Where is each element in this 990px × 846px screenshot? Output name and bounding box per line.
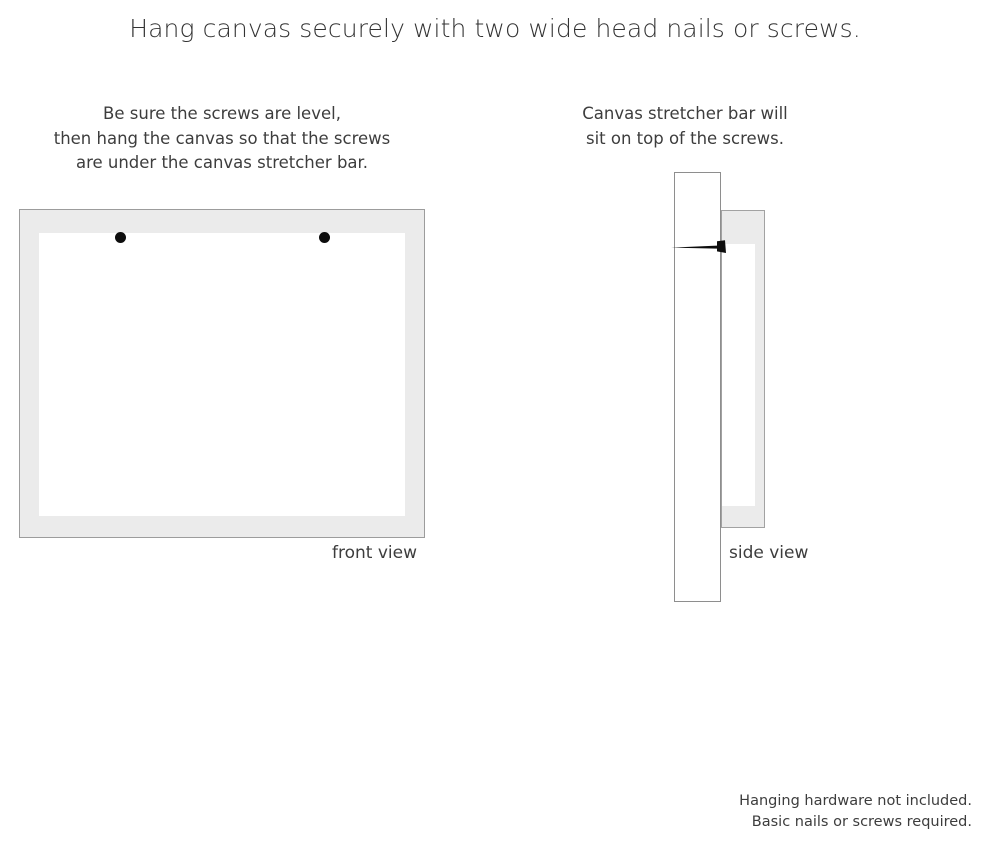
front-view-caption: Be sure the screws are level, then hang … [12, 102, 432, 176]
canvas-stretcher-bar-inner-void [722, 244, 755, 506]
front-view-caption-line-3: are under the canvas stretcher bar. [75, 153, 369, 172]
front-view-diagram [19, 209, 425, 538]
wall-cross-section [674, 172, 721, 602]
side-view-caption: Canvas stretcher bar will sit on top of … [540, 102, 830, 151]
screw-head-right-icon [319, 232, 330, 243]
front-view-caption-line-1: Be sure the screws are level, [103, 104, 341, 123]
front-view-label: front view [332, 543, 417, 563]
front-view-caption-line-2: then hang the canvas so that the screws [53, 128, 391, 148]
side-view-caption-line-1: Canvas stretcher bar will [582, 104, 788, 123]
side-view-caption-line-2: sit on top of the screws. [585, 128, 785, 148]
canvas-face-area [39, 233, 405, 516]
hardware-disclaimer-line-2: Basic nails or screws required. [751, 814, 972, 830]
side-view-diagram [671, 172, 794, 604]
nail-icon [671, 240, 733, 254]
hardware-disclaimer-line-1: Hanging hardware not included. [739, 793, 972, 809]
screw-head-left-icon [115, 232, 126, 243]
hardware-disclaimer: Hanging hardware not included. Basic nai… [739, 791, 972, 833]
side-view-label: side view [729, 543, 809, 563]
page-title: Hang canvas securely with two wide head … [129, 14, 861, 43]
